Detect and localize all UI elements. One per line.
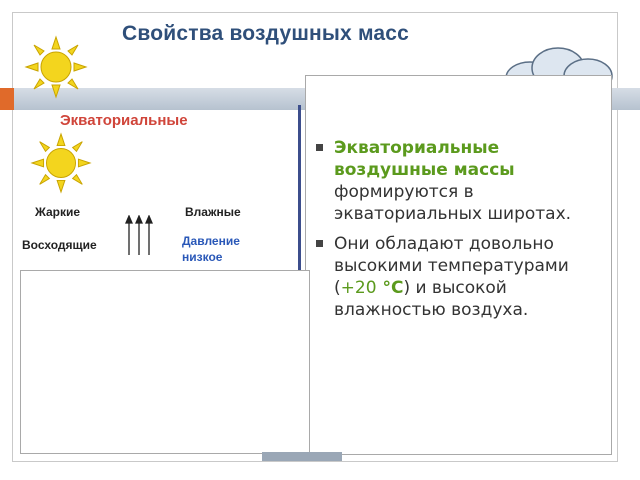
humid-label: Влажные [185, 205, 241, 219]
hot-label: Жаркие [35, 205, 81, 219]
bullet-item-2: Они обладают довольно высокими температу… [312, 233, 602, 321]
sun-icon [24, 35, 88, 99]
equatorial-label: Экваториальные [60, 112, 188, 129]
bullet-list: Экваториальные воздушные массы формируют… [312, 137, 602, 329]
header-band-accent [0, 88, 14, 110]
slide-title: Свойства воздушных масс [122, 22, 410, 45]
pressure-line-2: низкое [182, 250, 223, 264]
blank-panel [20, 270, 310, 454]
sun-icon [30, 132, 92, 194]
bottom-strip [262, 452, 342, 461]
bullet-2-part1: Они обладают довольно высокими температу… [334, 234, 569, 298]
bullet-item-1: Экваториальные воздушные массы формируют… [312, 137, 602, 225]
pressure-line-1: Давление [182, 234, 240, 248]
pressure-label: Давление низкое [182, 233, 240, 265]
bullet-2-temp-value: +20 [340, 278, 377, 298]
bullet-2-part2: ) и высокой влажностью воздуха. [334, 278, 529, 320]
bullet-1-rest: формируются в экваториальных широтах. [334, 182, 572, 224]
bullet-1-highlight: Экваториальные воздушные массы [334, 138, 515, 180]
vertical-divider [298, 105, 301, 280]
bullet-2-temp-unit: °С [376, 278, 404, 298]
rising-label: Восходящие [22, 238, 97, 252]
rising-arrows-icon [125, 215, 153, 255]
text-panel [305, 75, 612, 455]
